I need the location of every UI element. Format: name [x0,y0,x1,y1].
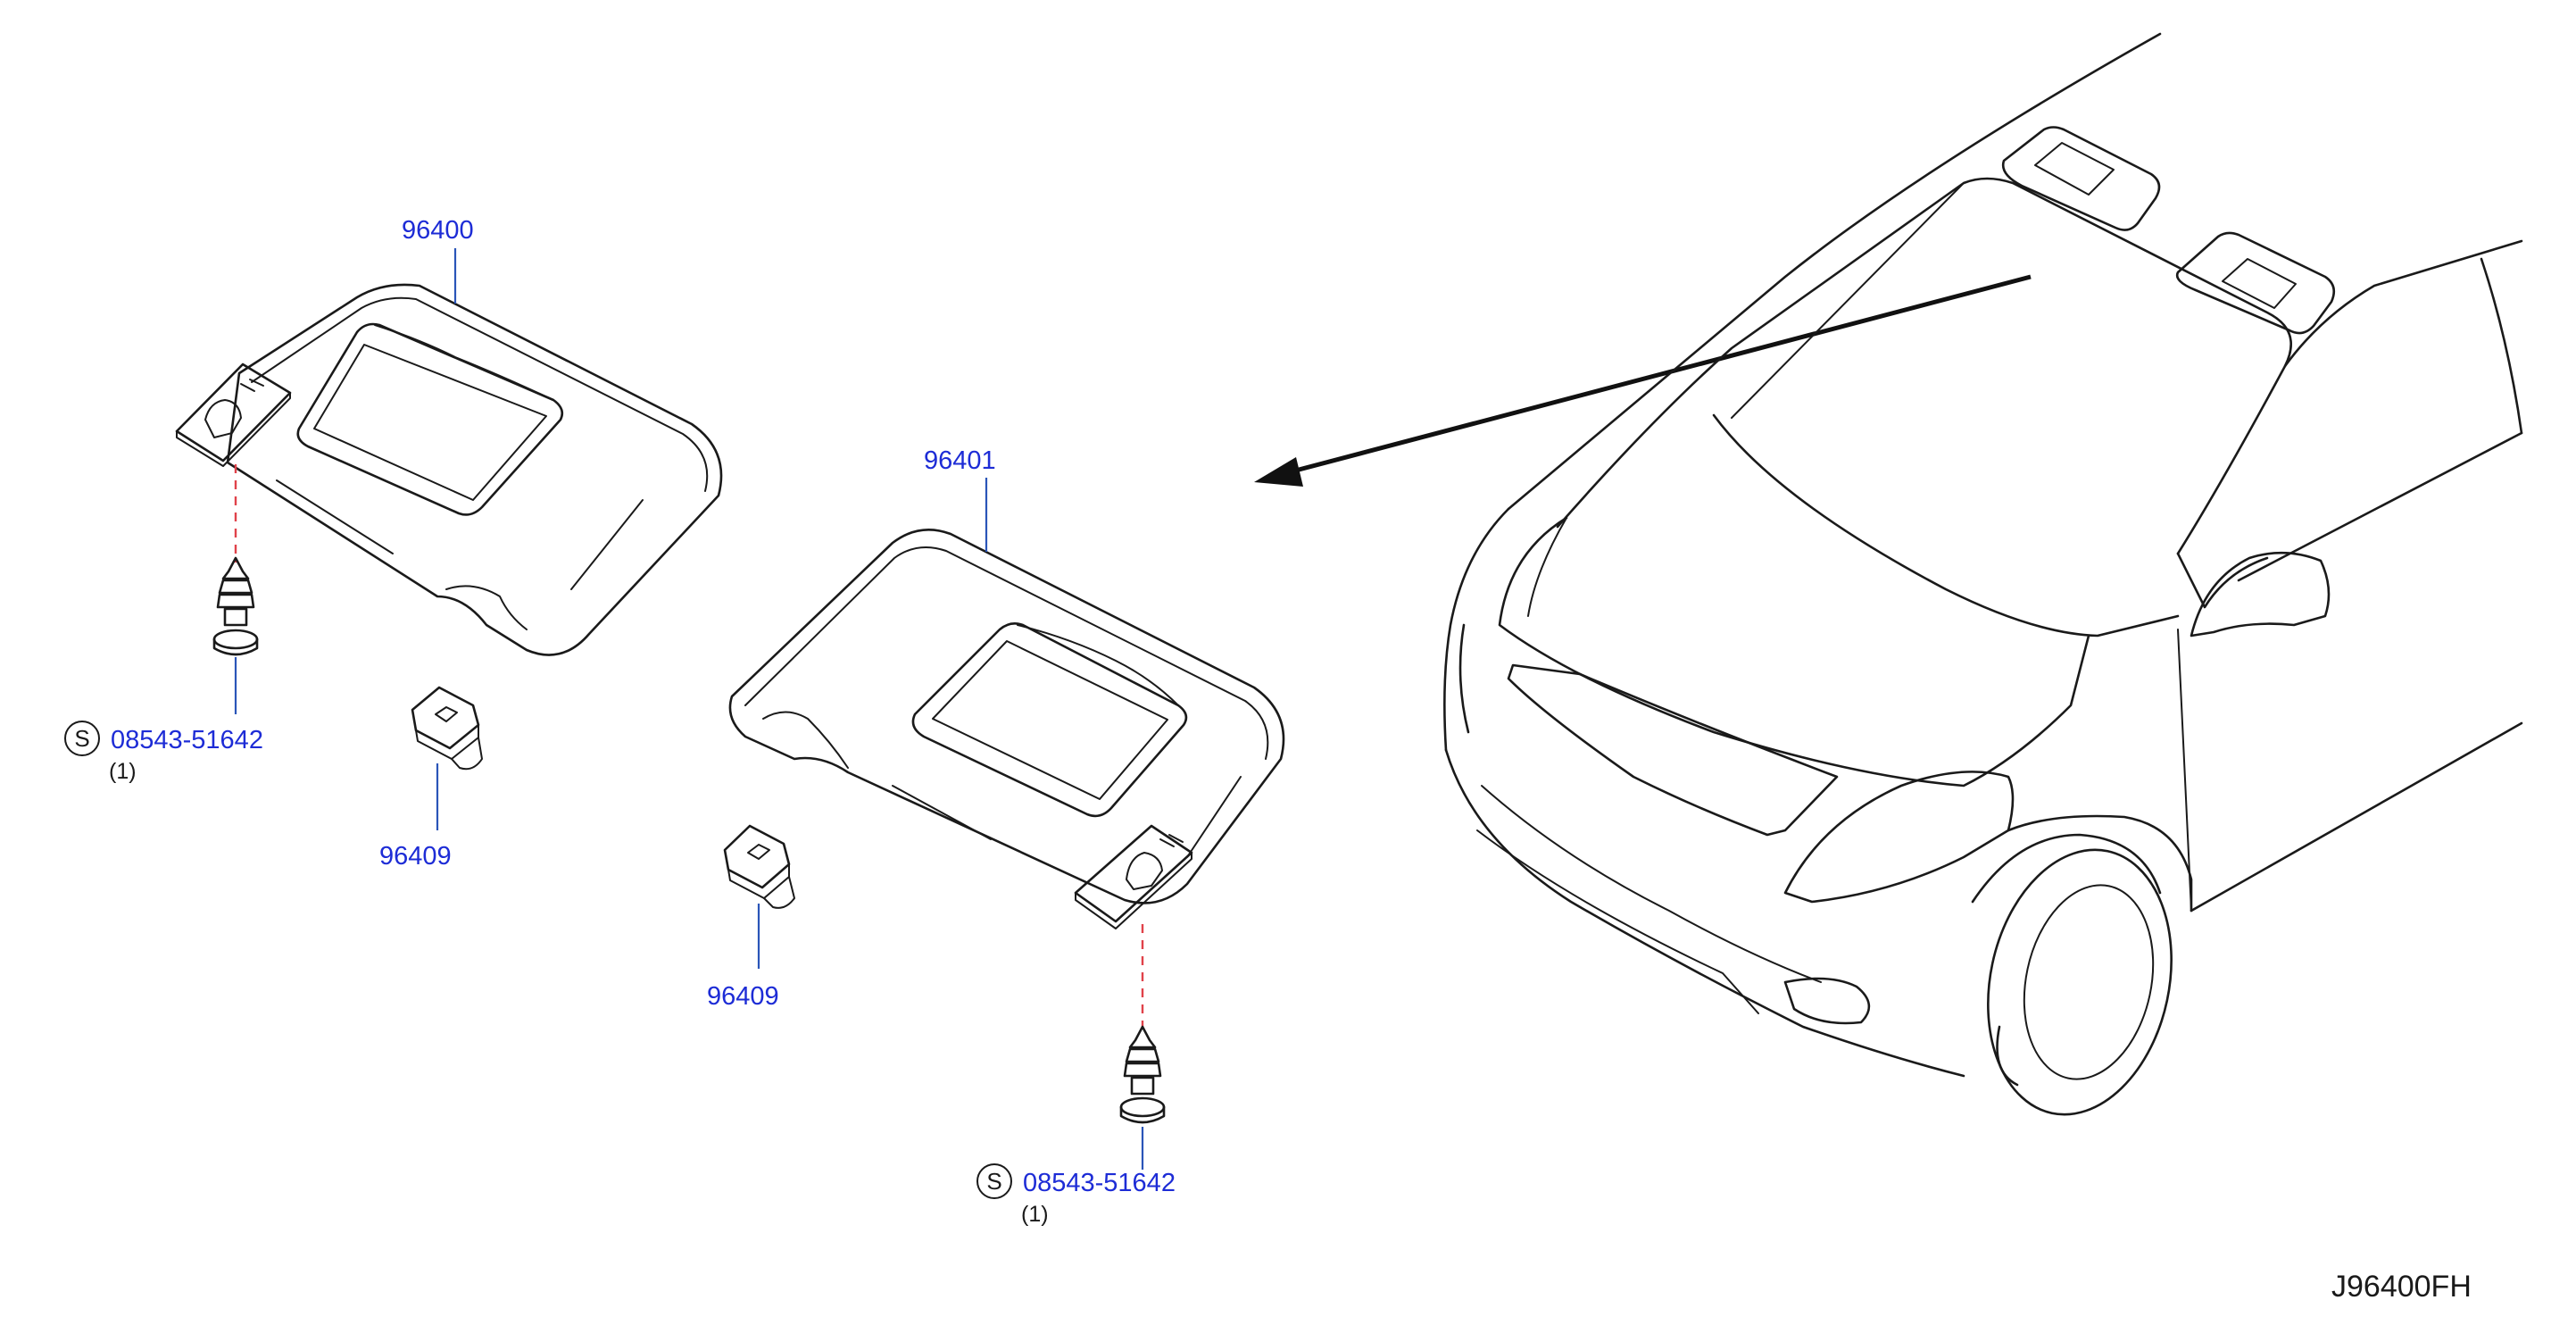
screw-right [1119,1025,1166,1124]
sun-visor-left[interactable] [226,283,723,656]
quantity-right: (1) [1021,1202,1049,1227]
part-label-screw-right[interactable]: 08543-51642 [1023,1169,1176,1197]
screw-callout-left: S 08543-51642 (1) [64,721,263,784]
part-label-96409-upper[interactable]: 96409 [379,842,452,871]
s-symbol-left: S [74,725,89,752]
visor-holder-lower [723,824,795,909]
visor-holder-upper [411,686,483,771]
screw-left [212,556,259,656]
part-label-96401[interactable]: 96401 [924,446,996,475]
sun-visor-right[interactable] [728,529,1285,904]
part-label-96400[interactable]: 96400 [402,216,474,245]
screw-callout-right: S 08543-51642 (1) [976,1163,1176,1227]
location-arrow [1254,274,2032,487]
s-symbol-right: S [986,1168,1001,1195]
s-symbol-circle-right [976,1163,1012,1199]
part-label-screw-left[interactable]: 08543-51642 [111,726,263,754]
s-symbol-circle-left [64,721,100,756]
visor-hinge-clip-left [175,362,292,467]
vehicle-illustration [1443,32,2523,1116]
visor-hinge-clip-right [1074,824,1193,929]
part-label-96409-lower[interactable]: 96409 [707,982,779,1011]
diagram-code: J96400FH [2331,1270,2472,1304]
quantity-left: (1) [109,759,137,784]
